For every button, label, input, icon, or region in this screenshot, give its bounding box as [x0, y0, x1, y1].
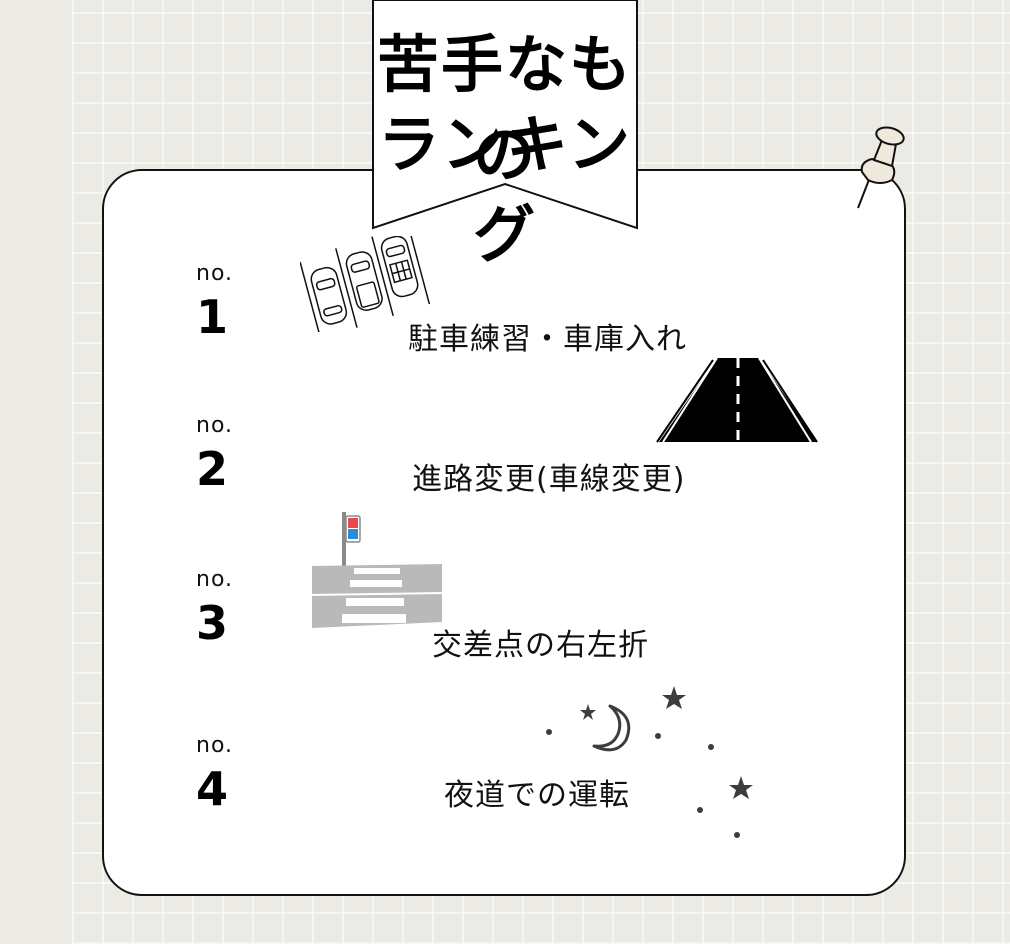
- rank-3-label: 交差点の右左折: [432, 628, 649, 663]
- rank-no-label: no.: [196, 261, 234, 286]
- rank-number: 4: [196, 762, 229, 816]
- title-line-2: ランキング: [377, 108, 633, 271]
- rank-3: no. 3: [196, 567, 234, 650]
- parking-lot-icon: [300, 236, 430, 332]
- ranking-card: [102, 169, 906, 896]
- rank-4: no. 4: [196, 733, 234, 816]
- title-line-1: 苦手なもの: [376, 28, 633, 191]
- road-icon: [656, 358, 818, 443]
- rank-no-label: no.: [196, 733, 234, 758]
- night-moon-stars-icon: [546, 686, 753, 838]
- rank-2-label: 進路変更(車線変更): [412, 462, 686, 497]
- rank-number: 2: [196, 442, 229, 496]
- crosswalk-traffic-light-icon: [312, 512, 442, 628]
- rank-number: 3: [196, 596, 229, 650]
- rank-1: no. 1: [196, 261, 234, 344]
- rank-4-label: 夜道での運転: [444, 778, 630, 813]
- background-margin: [0, 0, 72, 944]
- push-pin-icon: [857, 126, 905, 209]
- rank-no-label: no.: [196, 413, 234, 438]
- title-banner: 苦手なもの ランキング: [372, 0, 638, 271]
- rank-1-label: 駐車練習・車庫入れ: [408, 322, 687, 357]
- rank-no-label: no.: [196, 567, 234, 592]
- rank-2: no. 2: [196, 413, 234, 496]
- rank-number: 1: [196, 290, 229, 344]
